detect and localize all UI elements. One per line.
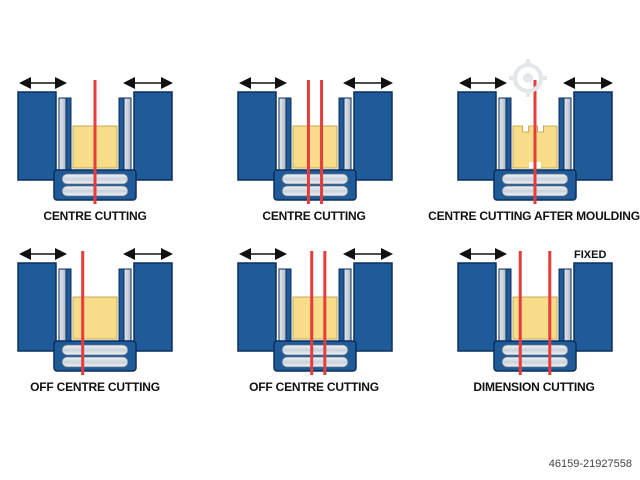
right-clamp-face <box>558 97 565 171</box>
cutting-panel-2 <box>237 77 393 204</box>
left-clamp-face <box>505 97 512 171</box>
caption-panel-6: DIMENSION CUTTING <box>473 380 595 394</box>
roller <box>501 356 569 368</box>
roller <box>61 344 129 356</box>
left-jaw <box>457 262 497 352</box>
right-jaw <box>353 262 393 352</box>
caption-panel-5: OFF CENTRE CUTTING <box>249 380 379 394</box>
left-clamp-face <box>65 97 72 171</box>
roller <box>501 344 569 356</box>
roller <box>61 356 129 368</box>
right-clamp-plate <box>563 97 572 171</box>
left-clamp-face <box>505 268 512 342</box>
left-jaw <box>457 91 497 181</box>
cutting-panel-6 <box>457 248 613 375</box>
right-jaw <box>573 262 613 352</box>
cutting-panel-1 <box>17 77 173 204</box>
roller <box>281 344 349 356</box>
workpiece <box>292 125 338 169</box>
left-clamp-plate <box>278 97 287 171</box>
left-clamp-plate <box>498 268 507 342</box>
left-jaw <box>17 91 57 181</box>
right-clamp-plate <box>123 268 132 342</box>
right-clamp-face <box>338 97 345 171</box>
caption-panel-3: CENTRE CUTTING AFTER MOULDING <box>428 209 640 223</box>
right-clamp-plate <box>343 97 352 171</box>
left-clamp-plate <box>278 268 287 342</box>
right-clamp-face <box>338 268 345 342</box>
workpiece <box>292 296 338 340</box>
left-clamp-plate <box>58 97 67 171</box>
right-clamp-face <box>558 268 565 342</box>
right-clamp-plate <box>563 268 572 342</box>
roller <box>281 173 349 185</box>
cutting-panel-3 <box>457 77 613 204</box>
left-clamp-plate <box>498 97 507 171</box>
gear-logo-icon <box>509 59 547 97</box>
left-jaw <box>237 91 277 181</box>
workpiece <box>72 296 118 340</box>
right-clamp-plate <box>343 268 352 342</box>
panels-layer <box>17 77 613 375</box>
left-jaw <box>17 262 57 352</box>
right-jaw <box>133 262 173 352</box>
right-jaw <box>573 91 613 181</box>
left-jaw <box>237 262 277 352</box>
right-clamp-face <box>118 97 125 171</box>
fixed-label: FIXED <box>574 249 607 261</box>
cutting-panel-4 <box>17 248 173 375</box>
left-clamp-face <box>65 268 72 342</box>
cutting-panel-5 <box>237 248 393 375</box>
right-clamp-plate <box>123 97 132 171</box>
caption-panel-2: CENTRE CUTTING <box>262 209 366 223</box>
right-clamp-face <box>118 268 125 342</box>
caption-panel-4: OFF CENTRE CUTTING <box>30 380 160 394</box>
caption-panel-1: CENTRE CUTTING <box>43 209 147 223</box>
left-clamp-face <box>285 268 292 342</box>
right-jaw <box>133 91 173 181</box>
roller <box>281 356 349 368</box>
roller <box>281 185 349 197</box>
left-clamp-face <box>285 97 292 171</box>
left-clamp-plate <box>58 268 67 342</box>
right-jaw <box>353 91 393 181</box>
watermark-text: 46159-21927558 <box>548 458 632 470</box>
